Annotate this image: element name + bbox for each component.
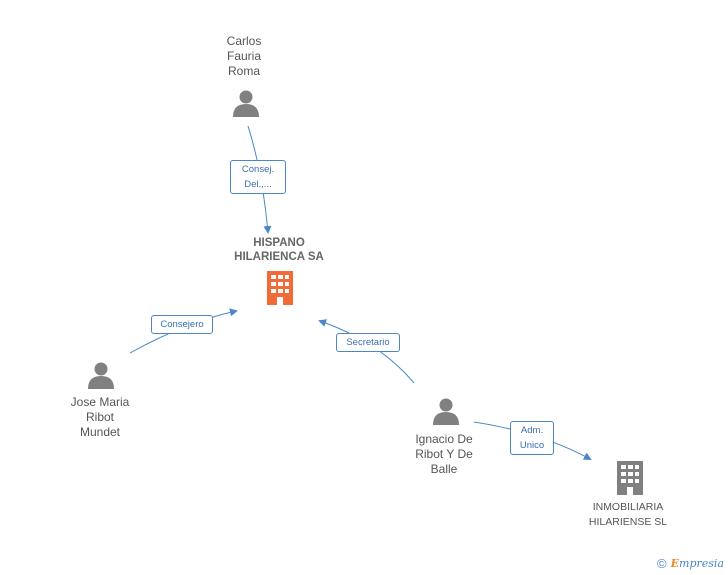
edge-ignacio-hispano [318,319,415,384]
node-label-inmobiliaria: INMOBILIARIA HILARIENSE SL [588,501,668,528]
node-label-jose: Jose Maria Ribot Mundet [70,395,130,439]
node-label-ignacio: Ignacio De Ribot Y De Balle [415,432,473,476]
footer-brand: © Empresia [657,556,724,571]
building-icon[interactable] [614,460,646,496]
building-icon[interactable] [264,270,296,306]
node-label-hispano: HISPANO HILARIENCA SA [234,237,324,263]
edge-label-secretario[interactable]: Secretario [336,333,400,352]
person-icon[interactable] [86,360,116,390]
edge-label-consejero[interactable]: Consejero [151,315,213,334]
person-icon[interactable] [431,396,461,426]
copyright-symbol: © [657,556,667,571]
node-label-carlos: Carlos Fauria Roma [226,34,262,78]
empresia-logo[interactable]: Empresia [670,557,724,570]
edge-label-adm-unico[interactable]: Adm. Unico [510,421,554,455]
person-icon[interactable] [231,88,261,118]
edge-label-consej-del[interactable]: Consej. Del.,... [230,160,286,194]
